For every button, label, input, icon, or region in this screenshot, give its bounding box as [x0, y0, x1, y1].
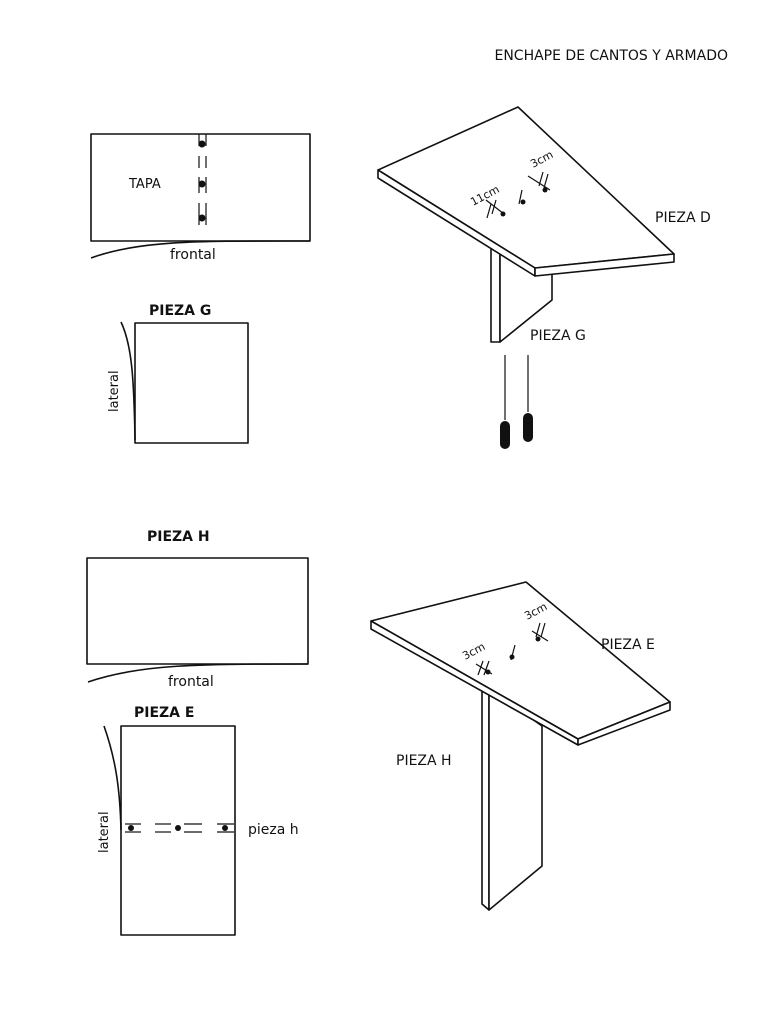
pieza-d-marks — [485, 171, 551, 219]
frontal-edge-curve-h — [87, 663, 309, 683]
pieza-d-top — [377, 106, 675, 269]
tapa-panel — [90, 133, 311, 242]
pieza-h-edge — [481, 687, 490, 911]
assembly-d-g: 11cm 3cm PIEZA D PIEZA G — [377, 106, 711, 449]
frontal-label-h: frontal — [168, 674, 214, 690]
lateral-label: lateral — [107, 370, 122, 412]
pieza-e-title: PIEZA E — [134, 705, 194, 721]
pieza-e-dowel-holes — [125, 823, 234, 833]
pieza-h-face — [488, 687, 543, 911]
pieza-g-panel — [134, 322, 249, 444]
pieza-e-label: PIEZA E — [601, 637, 655, 653]
pieza-d-side-edge — [534, 253, 675, 277]
pieza-h-title: PIEZA H — [147, 529, 210, 545]
pieza-h-panel — [86, 557, 309, 665]
tapa-label: TAPA — [128, 177, 161, 192]
dowel-pin — [500, 421, 510, 449]
dowel-pin — [523, 413, 533, 442]
pieza-d-label: PIEZA D — [655, 210, 711, 226]
assembly-e-h: 3cm 3cm PIEZA E PIEZA H — [370, 581, 671, 911]
pieza-h-label: PIEZA H — [396, 753, 452, 769]
pieza-g-diagram: PIEZA G lateral — [107, 303, 249, 444]
pieza-h-diagram: PIEZA H frontal — [86, 529, 309, 690]
dowels — [500, 355, 533, 449]
pieza-g-title: PIEZA G — [149, 303, 211, 319]
tapa-diagram: TAPA frontal — [90, 133, 311, 263]
page-title: ENCHAPE DE CANTOS Y ARMADO — [494, 48, 728, 64]
pieza-e-side-edge — [577, 701, 671, 746]
pieza-h-small-label: pieza h — [248, 822, 299, 838]
lateral-edge-curve — [120, 321, 136, 441]
tapa-dowel-holes — [198, 134, 207, 225]
lateral-label-e: lateral — [97, 811, 112, 853]
frontal-edge-curve — [90, 240, 311, 259]
pieza-g-label: PIEZA G — [530, 328, 586, 344]
pieza-e-diagram: PIEZA E lateral pieza h — [97, 705, 299, 936]
frontal-label: frontal — [170, 247, 216, 263]
dowel-hole — [198, 180, 206, 188]
dowel-hole — [198, 214, 206, 222]
lateral-edge-curve-e — [103, 725, 122, 831]
dowel-hole — [198, 140, 206, 148]
pieza-e-marks — [475, 622, 549, 676]
